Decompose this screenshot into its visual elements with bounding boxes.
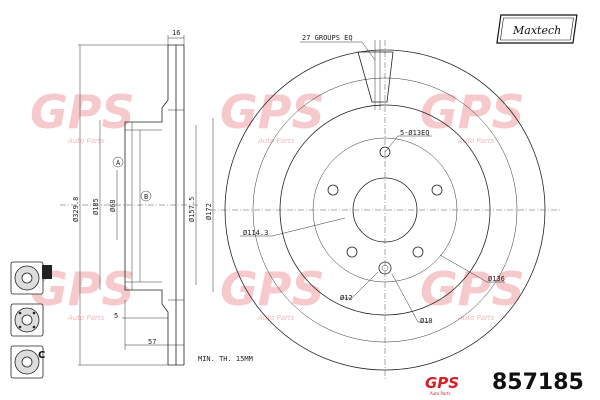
- front-view: 27 GROUPS EQ 5-Ø13EQ Ø114.3 Ø136 Ø12 Ø18: [210, 34, 560, 380]
- bottom-logo: GPS Auto Parts: [425, 374, 459, 396]
- dim-bore-2: Ø172: [205, 203, 213, 220]
- watermark-subtitle: Auto Parts: [257, 314, 295, 322]
- label-small-hole-2: Ø18: [420, 317, 433, 325]
- watermark-subtitle: Auto Parts: [257, 137, 295, 145]
- dim-bore-1: Ø157.5: [188, 197, 196, 222]
- feature-icons: C: [10, 261, 52, 379]
- watermark-text: GPS: [220, 262, 325, 316]
- watermark-subtitle: Auto Parts: [457, 314, 495, 322]
- dim-hub-a: Ø185: [92, 198, 100, 215]
- label-pcd: Ø114.3: [243, 229, 268, 237]
- label-a: A: [116, 159, 121, 167]
- watermark-subtitle: Auto Parts: [67, 314, 105, 322]
- label-b: B: [144, 193, 148, 201]
- logo-subtitle: Auto Parts: [430, 391, 451, 396]
- vane-notch: [357, 51, 394, 103]
- label-outer-ring: Ø136: [488, 275, 505, 283]
- dim-offset-height: 57: [148, 338, 156, 346]
- watermark-text: GPS: [220, 85, 325, 139]
- brand-badge: Maxtech: [496, 14, 578, 44]
- dim-offset-small: 5: [114, 312, 118, 320]
- icon-coated-letter: C: [38, 350, 45, 361]
- dim-outer-diameter: Ø329.8: [72, 197, 80, 222]
- dim-thickness: 16: [172, 29, 180, 37]
- coated-disc-icon: C: [10, 345, 45, 379]
- part-number: 857185: [492, 370, 584, 395]
- brand-name: Maxtech: [512, 24, 561, 37]
- side-view: 16 Ø329.8 Ø185 Ø68 Ø157.5 Ø172 A B 5 57 …: [60, 29, 253, 366]
- dim-hub-b: Ø68: [109, 199, 117, 212]
- watermark-text: GPS: [420, 85, 525, 139]
- watermark-text: GPS: [420, 262, 525, 316]
- drilled-disc-icon: [10, 303, 44, 337]
- logo-text: GPS: [425, 374, 459, 392]
- watermark-text: GPS: [30, 85, 135, 139]
- plain-disc-icon: [10, 261, 52, 295]
- min-thickness: MIN. TH. 15MM: [198, 355, 253, 363]
- label-small-hole-1: Ø12: [340, 294, 353, 302]
- watermark-subtitle: Auto Parts: [457, 137, 495, 145]
- watermark-subtitle: Auto Parts: [67, 137, 105, 145]
- label-bolt-holes: 5-Ø13EQ: [400, 129, 430, 137]
- label-groups: 27 GROUPS EQ: [302, 34, 353, 42]
